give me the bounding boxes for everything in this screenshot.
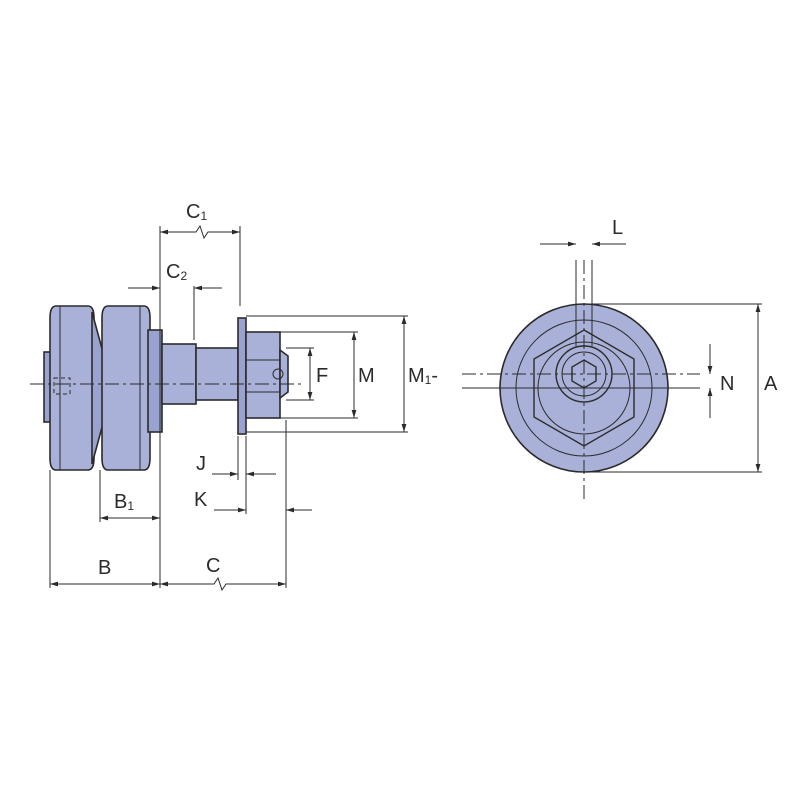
- label-l: L: [612, 217, 623, 239]
- washer: [237, 317, 247, 435]
- front-labels: L N A: [612, 217, 778, 395]
- front-view: [462, 260, 700, 500]
- shaft-end: [279, 348, 289, 400]
- side-view: [30, 305, 302, 471]
- front-dimensions: [540, 241, 762, 473]
- label-b1: B1: [114, 491, 134, 513]
- hex-socket-hidden: [53, 377, 71, 395]
- label-c2: C2: [166, 261, 187, 283]
- side-labels: C1 C2 B1 B C J K F M M1-: [98, 201, 438, 579]
- shaft-shoulder: [161, 343, 197, 405]
- label-c: C: [206, 555, 220, 577]
- side-dimensions: [49, 224, 408, 592]
- label-k: K: [194, 489, 208, 511]
- roller-left-flange: [49, 305, 95, 471]
- label-f: F: [316, 365, 328, 387]
- label-a: A: [764, 373, 778, 395]
- shaft: [195, 347, 239, 401]
- label-c1: C1: [186, 201, 207, 223]
- label-b: B: [98, 557, 111, 579]
- label-j: J: [196, 453, 206, 475]
- label-m: M: [358, 365, 375, 387]
- label-n: N: [720, 373, 734, 395]
- label-m1: M1-: [408, 365, 438, 387]
- hex-nut: [245, 331, 281, 419]
- roller-right-flange: [101, 305, 151, 471]
